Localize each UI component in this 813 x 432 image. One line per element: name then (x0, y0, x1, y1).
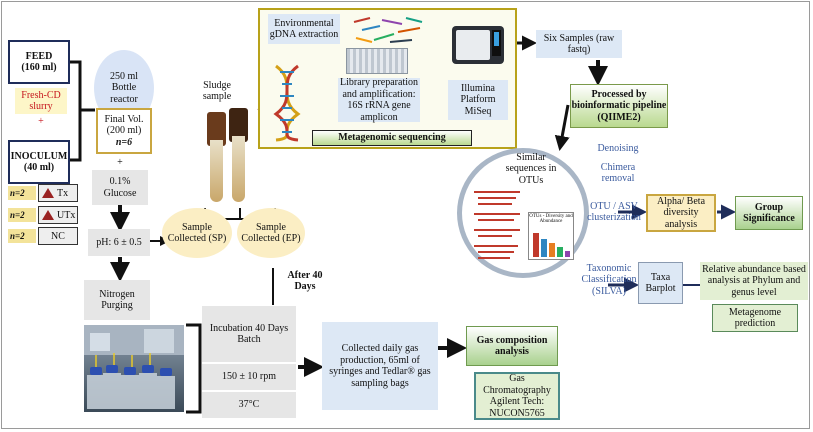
arrow-processed-circle (554, 104, 570, 151)
sequence-list-image (472, 186, 532, 266)
tube-left (210, 140, 223, 202)
sequencer-icon (452, 26, 504, 64)
feed-box: FEED (160 ml) (8, 40, 70, 84)
sludge-label: Sludge sample (202, 79, 232, 103)
group-n-label: n=2 (8, 186, 36, 200)
final-volume-box: Final Vol. (200 ml) n=6 (96, 108, 152, 154)
sequence-list-icon (474, 191, 520, 259)
fresh-cd-label: Fresh-CD slurry (15, 88, 67, 114)
bracket-feed-inoculum (70, 60, 95, 162)
inoculum-box: INOCULUM (40 ml) (8, 140, 70, 184)
sample-plate-image (346, 48, 408, 74)
metagenomic-sequencing-title: Metagenomic sequencing (312, 130, 472, 146)
dna-helix-image (268, 62, 306, 142)
temperature-box: 37°C (202, 392, 296, 418)
dna-helix-icon (273, 64, 301, 142)
group-tag-tx: Tx (38, 184, 78, 202)
group-label: NC (51, 230, 65, 242)
processed-pipeline-box: Processed by bioinformatic pipeline (QII… (570, 84, 668, 128)
bracket-photo (186, 323, 202, 414)
inoculum-title: INOCULUM (10, 150, 68, 162)
after-40-days-label: After 40 Days (287, 269, 323, 293)
group-tag-nc: NC (38, 227, 78, 245)
gas-chromatography-box: Gas Chromatography Agilent Tech: NUCON57… (474, 372, 560, 420)
rpm-box: 150 ± 10 rpm (202, 364, 296, 390)
sample-collected-sp: Sample Collected (SP) (162, 208, 232, 258)
group-label: UTx (57, 209, 76, 221)
taxa-barplot: Taxa Barplot (638, 262, 683, 304)
otu-diversity-label: OTUs - Diversity and Abundance (529, 214, 573, 224)
tube-cap-left (207, 112, 226, 146)
sample-collected-ep: Sample Collected (EP) (237, 208, 305, 258)
triangle-icon (42, 210, 54, 220)
plus-sign-2: + (117, 157, 123, 169)
feed-volume: (160 ml) (21, 62, 57, 73)
denoising-step: Denoising (597, 143, 639, 155)
tube-cap-right (229, 108, 248, 142)
glucose-box: 0.1% Glucose (92, 170, 148, 205)
reactor-photo (84, 325, 184, 412)
group-n-label: n=2 (8, 208, 36, 222)
collected-gas-box: Collected daily gas production, 65ml of … (322, 322, 438, 410)
inoculum-volume: (40 ml) (23, 162, 55, 173)
group-label: Tx (57, 187, 69, 199)
taxonomic-classification-step: Taxonomic Classification (SILVA) (581, 262, 637, 297)
group-n-label: n=2 (8, 229, 36, 243)
alpha-beta-diversity: Alpha/ Beta diversity analysis (646, 194, 716, 232)
otu-asv-step: OTU / ASV clusterization (587, 200, 641, 224)
final-volume-text: Final Vol. (200 ml) (104, 113, 144, 137)
library-preparation: Library preparation and amplification: 1… (338, 77, 420, 123)
incubation-box: Incubation 40 Days Batch (202, 306, 296, 362)
env-gdna-extraction: Environmental gDNA extraction (268, 14, 340, 44)
chimera-removal-step: Chimera removal (600, 161, 636, 185)
final-volume-n: n=6 (115, 136, 133, 148)
ph-box: pH: 6 ± 0.5 (88, 229, 150, 256)
group-tag-utx: UTx (38, 206, 78, 224)
tube-right (232, 136, 245, 202)
group-significance: Group Significance (735, 196, 803, 230)
dna-fragments-image (350, 14, 426, 46)
nitrogen-purging-box: Nitrogen Purging (84, 280, 150, 320)
relative-abundance: Relative abundance based analysis at Phy… (700, 262, 808, 300)
feed-title: FEED (25, 50, 53, 62)
similar-sequences-label: Similar sequences in OTUs (505, 151, 557, 186)
illumina-platform: Illumina Platform MiSeq (448, 80, 508, 120)
gas-composition-analysis: Gas composition analysis (466, 326, 558, 366)
otu-diversity-chart: OTUs - Diversity and Abundance (528, 212, 574, 260)
plus-sign: + (38, 116, 44, 128)
reactor-bottles-image (84, 325, 184, 409)
triangle-icon (42, 188, 54, 198)
dna-fragments-icon (353, 17, 423, 43)
six-samples-box: Six Samples (raw fastq) (536, 30, 622, 58)
bottle-reactor: 250 ml Bottle reactor (94, 50, 154, 126)
metagenome-prediction: Metagenome prediction (712, 304, 798, 332)
miseq-machine-image (448, 16, 508, 68)
otu-bars-icon (533, 233, 570, 257)
